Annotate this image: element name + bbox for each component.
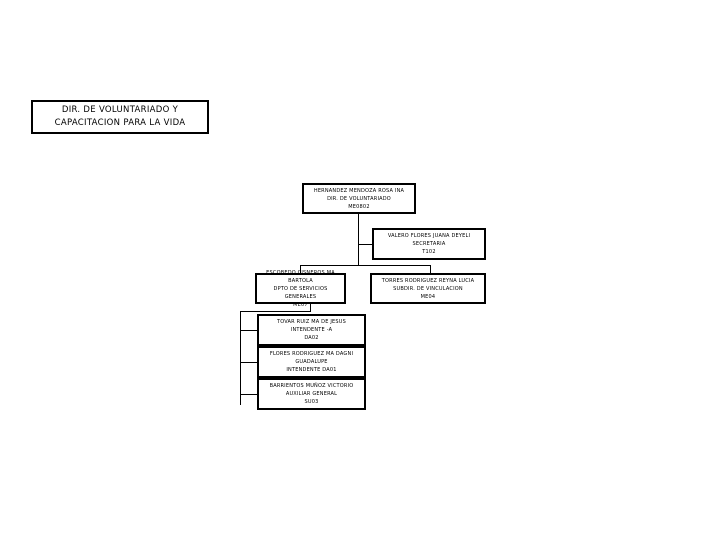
- connector: [430, 265, 431, 273]
- node-name: BARRIENTOS MUÑOZ VICTORIO: [269, 383, 354, 389]
- org-node-director: HERNANDEZ MENDOZA ROSA INA DIR. DE VOLUN…: [302, 183, 416, 214]
- org-node-staff: BARRIENTOS MUÑOZ VICTORIO AUXILIAR GENER…: [257, 378, 366, 410]
- connector: [240, 311, 311, 312]
- node-code: DA02: [304, 335, 319, 341]
- org-node-vinculacion: TORRES RODRIGUEZ REYNA LUCIA SUBDIR. DE …: [370, 273, 486, 304]
- node-role: GUADALUPE: [295, 359, 328, 365]
- connector: [358, 213, 359, 265]
- node-name: TOVAR RUIZ MA DE JESUS: [276, 319, 347, 325]
- connector: [310, 304, 311, 311]
- connector: [300, 265, 301, 273]
- node-role: AUXILIAR GENERAL: [285, 391, 338, 397]
- connector: [240, 330, 257, 331]
- node-code: SU03: [304, 399, 319, 405]
- org-node-staff: TOVAR RUIZ MA DE JESUS INTENDENTE -A DA0…: [257, 314, 366, 346]
- connector: [240, 311, 241, 405]
- org-node-general-services: ESCOBEDO CISNEROS MA BARTOLA DPTO DE SER…: [255, 270, 346, 308]
- node-name: TORRES RODRIGUEZ REYNA LUCIA: [381, 277, 475, 284]
- department-title-line1: DIR. DE VOLUNTARIADO Y: [61, 105, 179, 115]
- connector: [300, 265, 431, 266]
- node-name: ESCOBEDO CISNEROS MA BARTOLA: [266, 269, 335, 284]
- node-code: T102: [422, 249, 436, 255]
- node-name: HERNANDEZ MENDOZA ROSA INA: [313, 187, 405, 194]
- department-title-box: DIR. DE VOLUNTARIADO Y CAPACITACION PARA…: [31, 100, 209, 134]
- node-role: SECRETARIA: [412, 241, 446, 247]
- connector: [240, 362, 257, 363]
- connector: [358, 244, 372, 245]
- node-name: VALERO FLORES JUANA DEYELI: [387, 233, 471, 239]
- node-code: ME04: [420, 293, 436, 300]
- node-role: INTENDENTE -A: [290, 327, 333, 333]
- node-code: ME07: [293, 301, 308, 308]
- node-role: DIR. DE VOLUNTARIADO: [327, 195, 391, 202]
- connector: [240, 394, 257, 395]
- node-code: ME0802: [348, 203, 370, 210]
- org-node-staff: FLORES RODRIGUEZ MA DAGNI GUADALUPE INTE…: [257, 346, 366, 378]
- department-title-line2: CAPACITACION PARA LA VIDA: [54, 118, 186, 128]
- node-code: INTENDENTE DA01: [286, 367, 337, 373]
- node-role: SUBDIR. DE VINCULACION: [393, 285, 463, 292]
- node-role: DPTO DE SERVICIOS GENERALES: [273, 285, 328, 300]
- org-node-secretary: VALERO FLORES JUANA DEYELI SECRETARIA T1…: [372, 228, 486, 260]
- node-name: FLORES RODRIGUEZ MA DAGNI: [269, 351, 354, 357]
